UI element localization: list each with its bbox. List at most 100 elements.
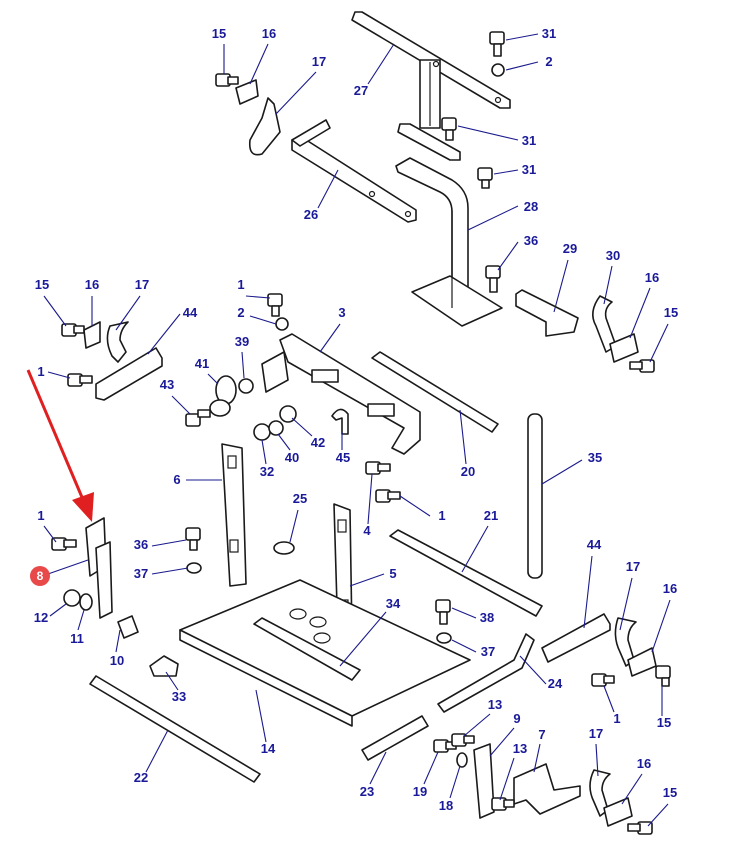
callout-33: 33 (172, 689, 186, 704)
part-1-bolt-right (591, 673, 615, 687)
callout-17: 17 (312, 54, 326, 69)
callout-13: 13 (513, 741, 527, 756)
part-20-rail (371, 351, 499, 433)
callout-45: 45 (336, 450, 350, 465)
part-18-washer (456, 752, 468, 768)
callout-2: 2 (545, 54, 552, 69)
highlight-badge: 8 (30, 559, 89, 586)
callout-17: 17 (626, 559, 640, 574)
callout-24: 24 (548, 676, 563, 691)
callout-6: 6 (173, 472, 180, 487)
part-9-bracket (473, 743, 495, 819)
callout-17: 17 (589, 726, 603, 741)
part-37-washer-left (186, 562, 202, 574)
callout-44: 44 (587, 537, 602, 552)
callout-32: 32 (260, 464, 274, 479)
part-11-washer (79, 593, 93, 611)
callout-15: 15 (35, 277, 49, 292)
callout-40: 40 (285, 450, 299, 465)
callout-1: 1 (37, 508, 44, 523)
part-21-rail (389, 529, 543, 617)
callout-16: 16 (262, 26, 276, 41)
part-14-base-plate (179, 579, 471, 727)
part-31-bolt-b (441, 117, 457, 141)
part-19-bolt (433, 739, 457, 753)
callout-36: 36 (524, 233, 538, 248)
callout-31: 31 (542, 26, 556, 41)
callout-28: 28 (524, 199, 538, 214)
part-10-pin (117, 615, 139, 639)
part-38-bolt (435, 599, 451, 625)
part-36-bolt (485, 265, 501, 293)
part-15-bolt-left (61, 323, 85, 337)
callout-17: 17 (135, 277, 149, 292)
part-43-bolt (185, 409, 211, 427)
part-16-clip-left (83, 321, 101, 349)
callout-27: 27 (354, 83, 368, 98)
part-36-bolt-left (185, 527, 201, 551)
callout-18: 18 (439, 798, 453, 813)
callout-9: 9 (513, 711, 520, 726)
callout-11: 11 (70, 631, 84, 646)
callout-39: 39 (235, 334, 249, 349)
part-27-upper-frame (351, 11, 511, 161)
callout-31: 31 (522, 133, 536, 148)
badge-label: 8 (37, 569, 44, 583)
callout-31: 31 (522, 162, 536, 177)
callout-35: 35 (588, 450, 602, 465)
part-15-bolt-right (629, 359, 655, 373)
callout-37: 37 (134, 566, 148, 581)
callout-3: 3 (338, 305, 345, 320)
part-23-rail (361, 715, 429, 761)
callout-12: 12 (34, 610, 48, 625)
part-16-clip-right (609, 333, 639, 363)
part-45-clip (331, 408, 349, 435)
callout-16: 16 (637, 756, 651, 771)
callout-1: 1 (37, 364, 44, 379)
part-44-bracket-right (541, 613, 611, 663)
part-37-washer-right (436, 632, 452, 644)
callout-5: 5 (389, 566, 396, 581)
part-31-bolt-c (477, 167, 493, 189)
part-26-bracket (291, 119, 417, 223)
part-1-bolt-mid (375, 489, 401, 503)
callout-22: 22 (134, 770, 148, 785)
callout-1: 1 (438, 508, 445, 523)
part-22-rail (89, 675, 261, 783)
callout-25: 25 (293, 491, 307, 506)
part-35-rail (527, 413, 543, 579)
callout-37: 37 (481, 644, 495, 659)
part-33-block (149, 655, 179, 677)
part-2-washer (275, 317, 289, 331)
part-8-bracket (85, 517, 113, 619)
callout-15: 15 (657, 715, 671, 730)
callout-29: 29 (563, 241, 577, 256)
part-31-bolt-a (489, 31, 505, 57)
part-2-washer-top (491, 63, 505, 77)
part-13-bolt-b (491, 797, 515, 811)
callout-44: 44 (183, 305, 198, 320)
part-15-bolt-mid (655, 665, 671, 687)
callout-34: 34 (386, 596, 401, 611)
callout-2: 2 (237, 305, 244, 320)
callout-41: 41 (195, 356, 209, 371)
part-32-washer (253, 423, 271, 441)
part-39-washer (238, 378, 254, 394)
callout-26: 26 (304, 207, 318, 222)
callout-4: 4 (363, 523, 371, 538)
part-7-bracket (513, 763, 581, 815)
part-16-clip-top (235, 79, 259, 105)
part-25-grommet (273, 541, 295, 555)
highlight-arrow (26, 369, 94, 522)
callout-15: 15 (212, 26, 226, 41)
part-1-bolt-far-left (51, 537, 77, 551)
part-12-nut (63, 589, 81, 607)
callout-16: 16 (645, 270, 659, 285)
callout-14: 14 (261, 741, 276, 756)
callout-38: 38 (480, 610, 494, 625)
leader-lines (43, 33, 671, 827)
callout-1: 1 (613, 711, 620, 726)
part-40-washer (268, 420, 284, 436)
